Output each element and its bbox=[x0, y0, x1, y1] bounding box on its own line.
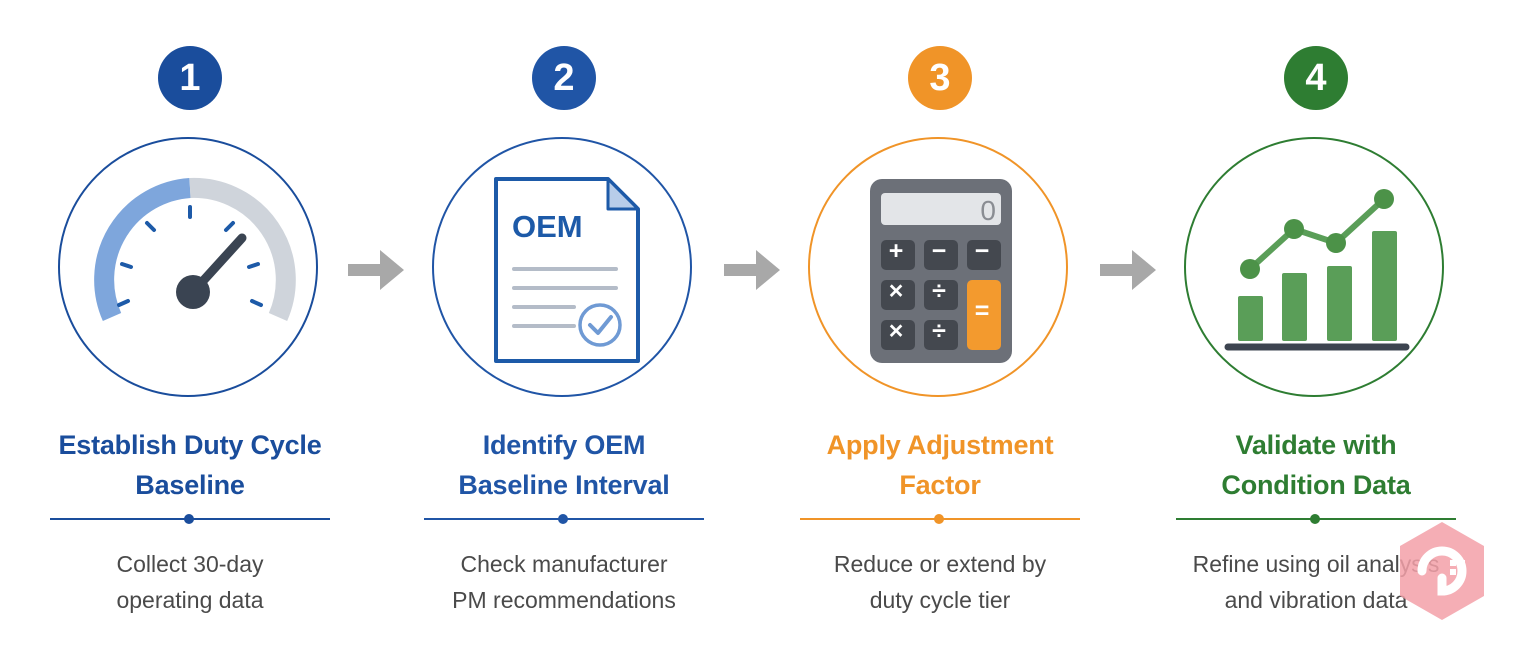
calculator-key: ÷ bbox=[932, 317, 946, 345]
step-description: Refine using oil analysis and vibration … bbox=[1166, 546, 1466, 618]
calculator-key: × bbox=[888, 277, 904, 305]
step-title: Establish Duty Cycle Baseline bbox=[40, 425, 340, 505]
step-description: Check manufacturer PM recommendations bbox=[414, 546, 714, 618]
step-number-badge: 2 bbox=[532, 46, 596, 110]
step-title-line: Validate with bbox=[1235, 430, 1397, 460]
step-description-line: and vibration data bbox=[1224, 587, 1408, 613]
speedometer-icon bbox=[94, 177, 296, 322]
calculator-key: + bbox=[888, 237, 904, 265]
logo-watermark-icon bbox=[1400, 522, 1484, 620]
step-title-line: Condition Data bbox=[1221, 470, 1411, 500]
title-divider bbox=[800, 514, 1080, 524]
arrow-right-icon bbox=[1100, 250, 1156, 290]
calculator-key: − bbox=[931, 237, 947, 265]
calculator-icon bbox=[870, 179, 1012, 363]
step-description-line: PM recommendations bbox=[452, 587, 676, 613]
icon-ring: OEM bbox=[432, 137, 692, 397]
step-3: 3 0 + − − × ÷ = × ÷ Apply Adjustment bbox=[790, 0, 1090, 672]
divider-dot bbox=[184, 514, 194, 524]
step-description-line: Reduce or extend by bbox=[833, 551, 1047, 577]
step-title-line: Baseline bbox=[135, 470, 245, 500]
calculator-key: ÷ bbox=[932, 277, 946, 305]
oem-document-icon bbox=[494, 177, 640, 363]
step-title-line: Baseline Interval bbox=[458, 470, 670, 500]
icon-ring: 0 + − − × ÷ = × ÷ bbox=[808, 137, 1068, 397]
step-description-line: duty cycle tier bbox=[869, 587, 1011, 613]
growth-chart-icon bbox=[1224, 189, 1410, 351]
step-number: 2 bbox=[553, 56, 575, 99]
calculator-key: − bbox=[974, 237, 990, 265]
arrow-right-icon bbox=[348, 250, 404, 290]
step-title: Identify OEM Baseline Interval bbox=[414, 425, 714, 505]
calculator-key: × bbox=[888, 317, 904, 345]
calculator-display: 0 bbox=[980, 195, 996, 226]
title-divider bbox=[424, 514, 704, 524]
step-title-line: Factor bbox=[899, 470, 981, 500]
step-description-line: operating data bbox=[116, 587, 264, 613]
step-1: 1 Establish Duty Cycle Baseline Collect … bbox=[40, 0, 340, 672]
title-divider bbox=[1176, 514, 1456, 524]
step-number-badge: 4 bbox=[1284, 46, 1348, 110]
step-title-line: Establish Duty Cycle bbox=[58, 430, 322, 460]
step-title: Validate with Condition Data bbox=[1166, 425, 1466, 505]
step-number-badge: 1 bbox=[158, 46, 222, 110]
step-title-line: Identify OEM bbox=[482, 430, 646, 460]
step-2: 2 OEM Identify OEM Baseline Interval Che… bbox=[414, 0, 714, 672]
step-4: 4 Validate with Condition Data Refi bbox=[1166, 0, 1466, 672]
icon-ring bbox=[1184, 137, 1444, 397]
step-number-badge: 3 bbox=[908, 46, 972, 110]
step-description-line: Collect 30-day bbox=[116, 551, 264, 577]
document-label: OEM bbox=[512, 209, 583, 244]
step-number: 3 bbox=[929, 56, 951, 99]
arrow-right-icon bbox=[724, 250, 780, 290]
step-description-line: Refine using oil analysis bbox=[1192, 551, 1440, 577]
step-number: 1 bbox=[179, 56, 201, 99]
divider-dot bbox=[934, 514, 944, 524]
title-divider bbox=[50, 514, 330, 524]
step-title-line: Apply Adjustment bbox=[826, 430, 1054, 460]
icon-ring bbox=[58, 137, 318, 397]
step-number: 4 bbox=[1305, 56, 1327, 99]
step-description-line: Check manufacturer bbox=[460, 551, 668, 577]
step-description: Reduce or extend by duty cycle tier bbox=[790, 546, 1090, 618]
divider-dot bbox=[558, 514, 568, 524]
divider-dot bbox=[1310, 514, 1320, 524]
calculator-key: = bbox=[974, 297, 990, 325]
step-title: Apply Adjustment Factor bbox=[790, 425, 1090, 505]
step-description: Collect 30-day operating data bbox=[40, 546, 340, 618]
